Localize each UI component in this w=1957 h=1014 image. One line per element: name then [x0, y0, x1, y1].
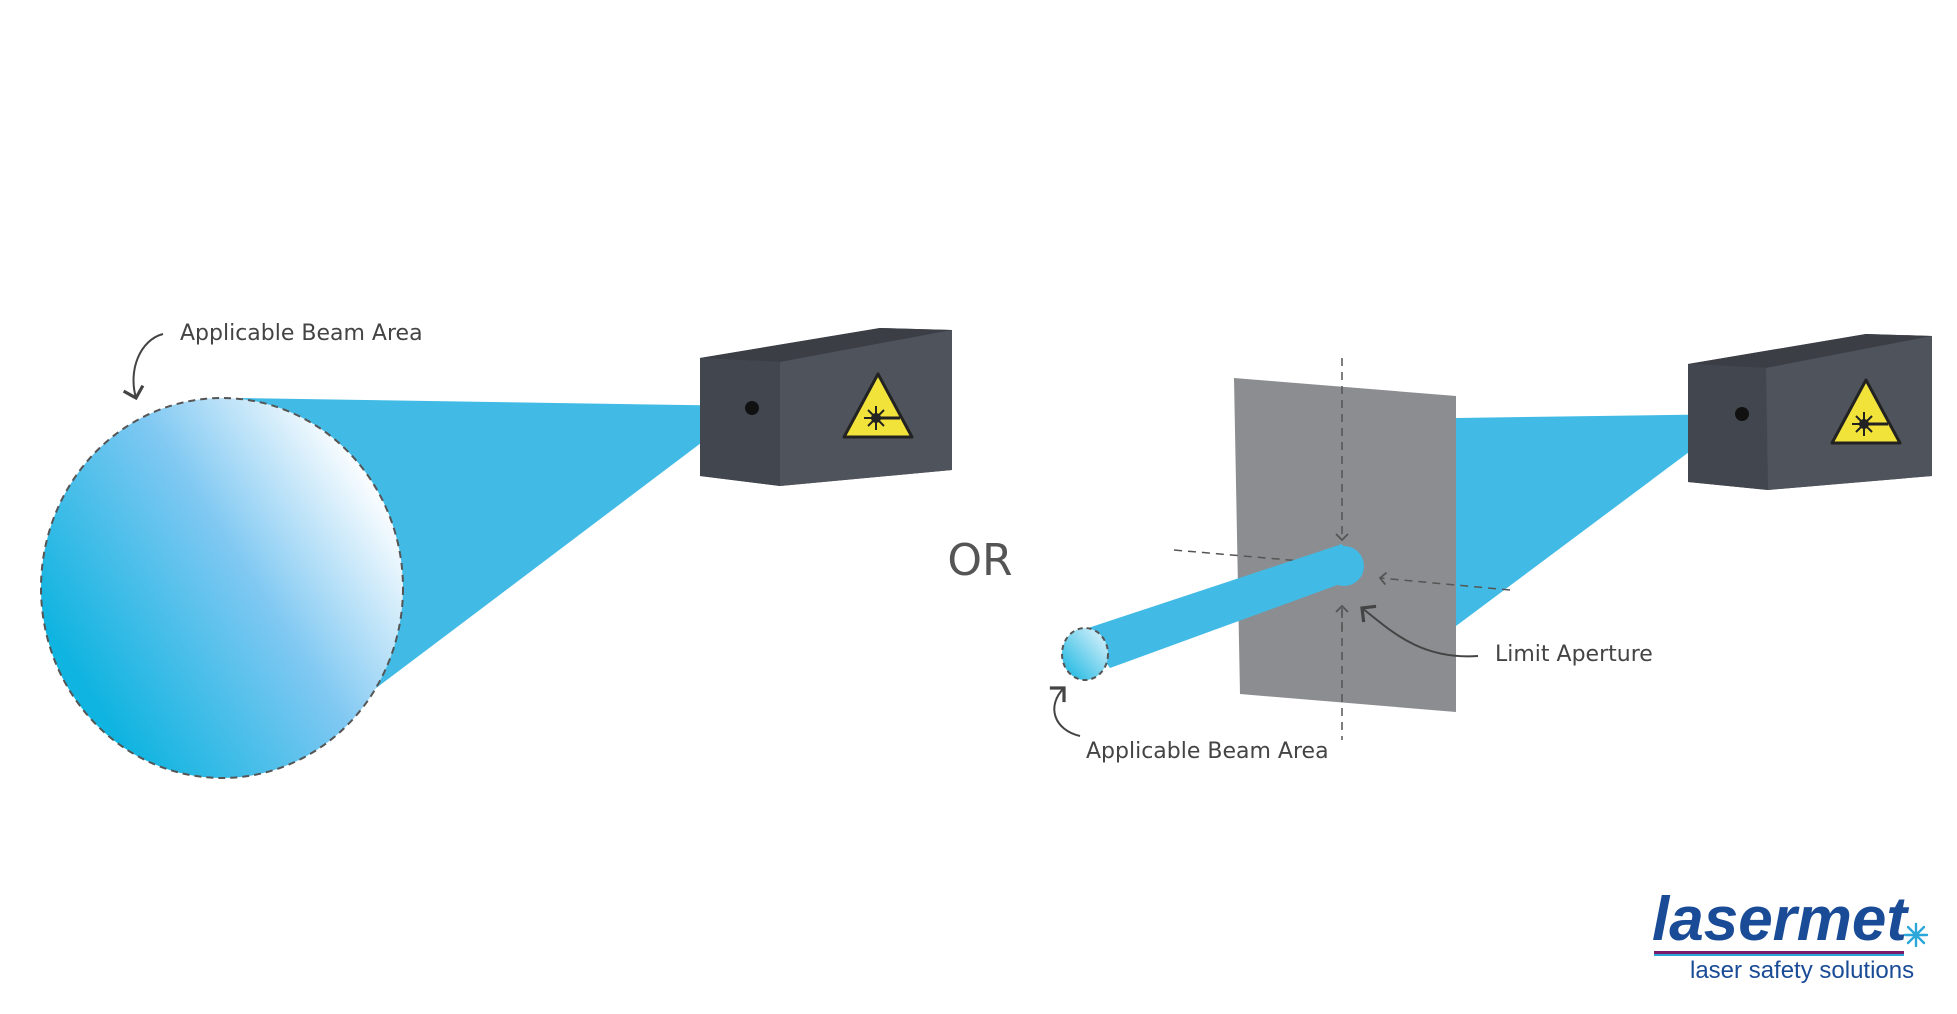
aperture-beam [1082, 544, 1362, 668]
right-laser-box [1688, 334, 1932, 490]
left-beam-area-label: Applicable Beam Area [180, 321, 423, 346]
or-label: OR [947, 535, 1012, 586]
asterisk-star-icon [1903, 922, 1929, 948]
aperture-opening [1324, 546, 1364, 586]
right-label-arrow [1049, 686, 1081, 737]
laser-warning-icon [1830, 378, 1902, 445]
laser-warning-icon [842, 372, 914, 439]
right-laser-aperture [1735, 407, 1749, 421]
left-beam-area-disc [40, 397, 404, 779]
limit-aperture-label: Limit Aperture [1495, 642, 1653, 667]
aperture-guide-lines [1173, 358, 1511, 740]
logo-tagline: laser safety solutions [1690, 957, 1914, 984]
left-label-arrow [122, 333, 164, 401]
left-laser-aperture [745, 401, 759, 415]
left-laser-box [700, 328, 952, 486]
aperture-plate [1234, 378, 1456, 712]
limit-aperture-arrow [1360, 604, 1479, 658]
lasermet-logo: lasermet laser safety solutions [1652, 885, 1929, 984]
right-beam-area-disc [1061, 627, 1109, 681]
logo-name: lasermet [1652, 885, 1909, 954]
logo-underline [1654, 951, 1904, 954]
right-beam-cone [1456, 414, 1740, 626]
right-beam-area-label: Applicable Beam Area [1086, 739, 1329, 764]
